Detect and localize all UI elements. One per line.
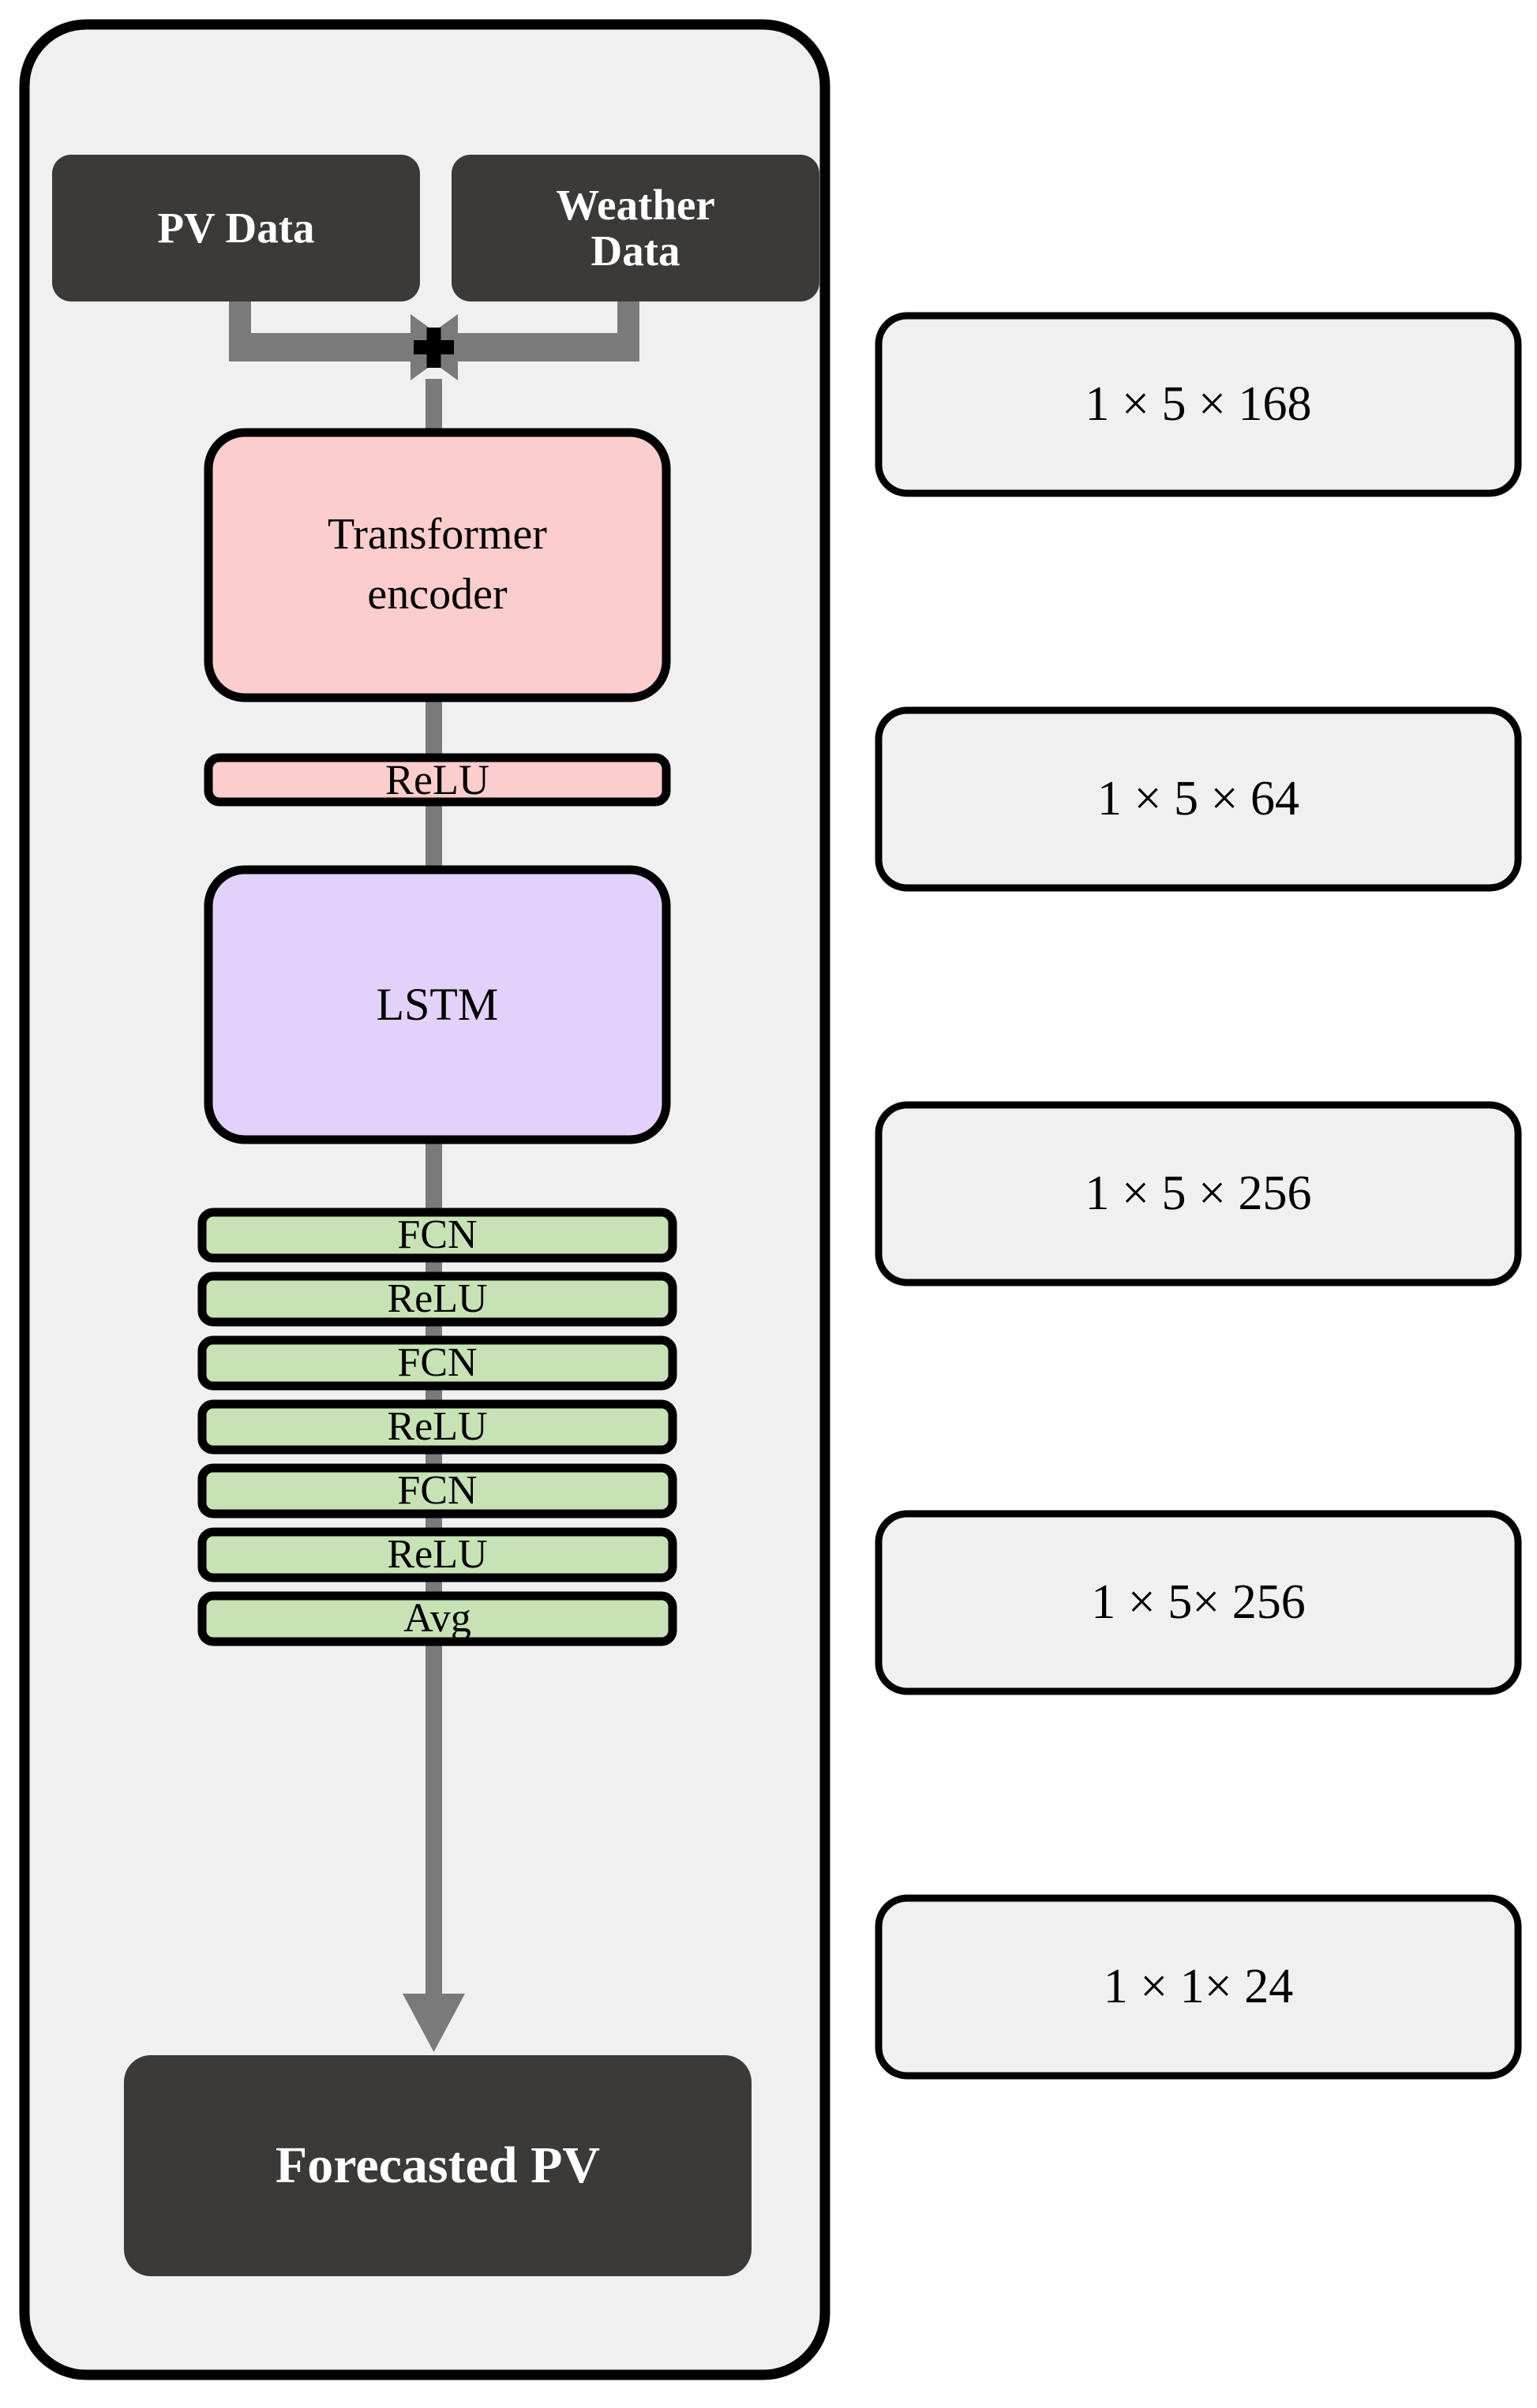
connector-pv-to-sum (229, 300, 456, 380)
relu-1-block[interactable] (204, 753, 671, 807)
dim-input-block[interactable] (875, 312, 1522, 497)
pv-data-block[interactable] (52, 155, 420, 301)
dim-encoder-block[interactable] (875, 706, 1522, 892)
relu-3-block[interactable] (197, 1399, 677, 1455)
trunk-encoder-to-relu1 (425, 695, 442, 762)
trunk-lstm-to-fcn1 (425, 1137, 442, 1215)
connector-avg-to-output (403, 1637, 465, 2052)
trunk-sum-to-encoder (425, 379, 442, 434)
relu-2-block[interactable] (197, 1271, 677, 1327)
transformer-encoder-block[interactable] (204, 428, 671, 702)
avg-block[interactable] (197, 1591, 677, 1646)
weather-data-block[interactable] (452, 155, 819, 301)
sum-node-plus-vertical (426, 328, 441, 368)
connector-weather-to-sum (412, 300, 639, 380)
relu-4-block[interactable] (197, 1527, 677, 1582)
forecasted-pv-block[interactable] (124, 2055, 752, 2276)
sum-node-group[interactable] (414, 328, 454, 368)
dim-lstm-block[interactable] (875, 1101, 1522, 1286)
dim-output-block[interactable] (875, 1894, 1522, 2080)
fcn-1-block[interactable] (197, 1208, 677, 1263)
dim-fcn-block[interactable] (875, 1510, 1522, 1695)
connector-group (229, 300, 639, 380)
fcn-3-block[interactable] (197, 1463, 677, 1519)
fcn-2-block[interactable] (197, 1335, 677, 1391)
lstm-block[interactable] (204, 865, 671, 1144)
trunk-relu1-to-lstm (425, 789, 442, 872)
